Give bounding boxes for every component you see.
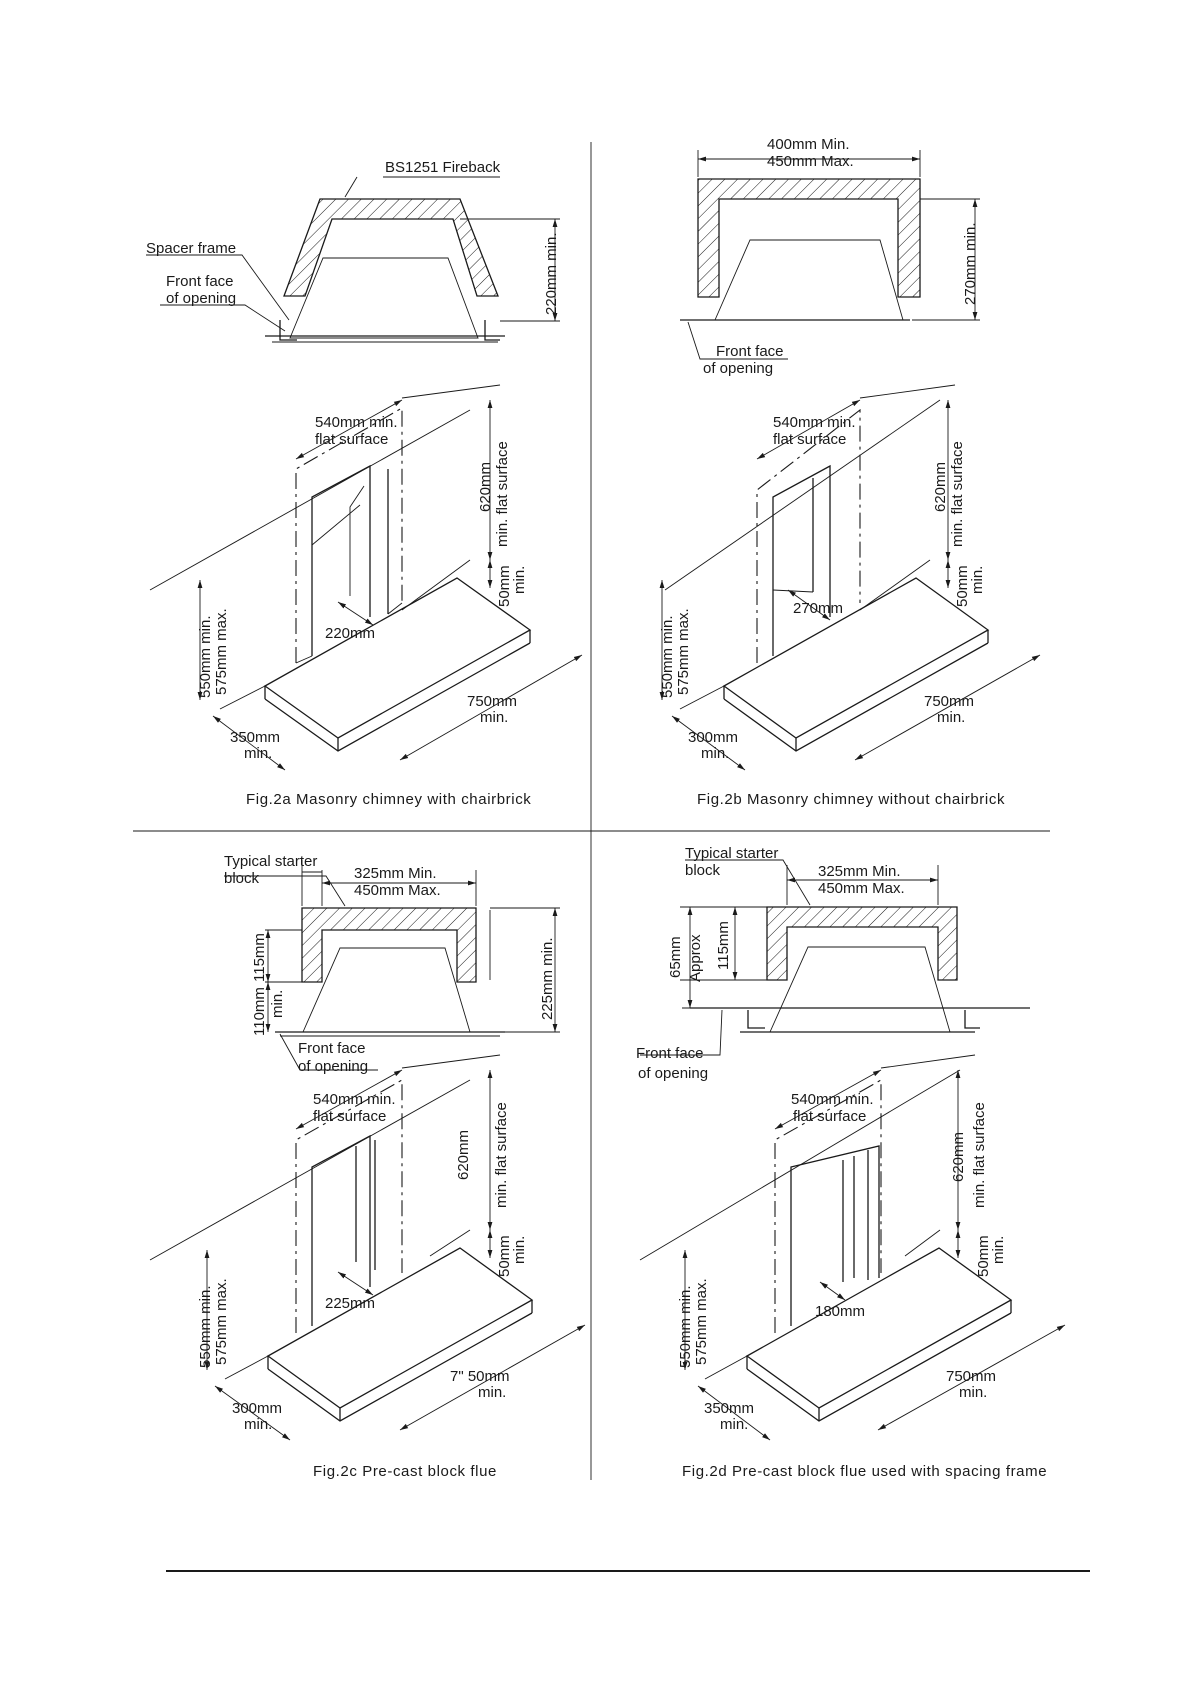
fig2c-plan-view: [224, 860, 560, 1071]
fig2b-hearth-label: 750mm: [924, 693, 974, 710]
fig2c-front-face-label: Front face: [298, 1040, 366, 1057]
fig2a-hearth-min-label: min.: [480, 709, 508, 726]
fig2d-flat-surface-label: flat surface: [793, 1108, 866, 1125]
fig2b-inner-label: 270mm: [793, 600, 843, 617]
fig2d-approx-label: Approx: [687, 934, 704, 982]
fig2b-front-face-label: Front face: [716, 343, 784, 360]
fig2c-caption: Fig.2c Pre-cast block flue: [313, 1463, 497, 1480]
fig2c-block-label: block: [224, 870, 260, 887]
fig2c-d110-label: 110mm: [251, 987, 268, 1036]
fig2c-height-label: 620mm: [455, 1130, 472, 1180]
fig2b-step-label: 50mm: [954, 565, 971, 607]
fig2d-width-min-label: 325mm Min.: [818, 863, 901, 880]
fig2b-width-max-label: 450mm Max.: [767, 153, 854, 170]
fig2d-step-min-label: min.: [990, 1236, 1007, 1264]
fig2d-projection-min-label: min.: [720, 1416, 748, 1433]
fig2c-depth-label: 225mm min.: [539, 937, 556, 1020]
fig2c-of-opening-label: of opening: [298, 1058, 368, 1075]
fig2b-flat-surface-label: flat surface: [773, 431, 846, 448]
fig2b-plan-view: [680, 150, 980, 360]
fig2c-height-max-label: 575mm max.: [213, 1278, 230, 1365]
fig2a-caption: Fig.2a Masonry chimney with chairbrick: [246, 791, 531, 808]
fig2a-width-label: 540mm min.: [315, 414, 398, 431]
fig2b-height-min-label: 550mm min.: [659, 615, 676, 698]
fig2d-d65-label: 65mm: [667, 936, 684, 978]
fig2c-width-max-label: 450mm Max.: [354, 882, 441, 899]
fig2c-height-flat-label: min. flat surface: [493, 1102, 510, 1208]
fig2b-projection-min-label: min.: [701, 745, 729, 762]
fig2d-hearth-min-label: min.: [959, 1384, 987, 1401]
fig2c-isometric-view: [149, 1054, 586, 1441]
fig2d-hearth-label: 750mm: [946, 1368, 996, 1385]
fig2b-step-min-label: min.: [969, 566, 986, 594]
fig2a-front-face-label: Front face: [166, 273, 234, 290]
fig2d-d115-label: 115mm: [715, 921, 732, 970]
fig2c-d115-label: 115mm: [251, 933, 268, 982]
fig2c-step-label: 50mm: [496, 1235, 513, 1277]
fig2c-inner-label: 225mm: [325, 1295, 375, 1312]
fig2c-height-min-label: 550mm min.: [197, 1285, 214, 1368]
fig2d-step-label: 50mm: [975, 1235, 992, 1277]
fig2b-height-max-label: 575mm max.: [675, 608, 692, 695]
fig2a-height-flat-label: min. flat surface: [494, 441, 511, 547]
fig2c-width-label: 540mm min.: [313, 1091, 396, 1108]
fig2d-isometric-view: [639, 1054, 1066, 1441]
fig2c-step-min-label: min.: [511, 1236, 528, 1264]
fig2c-dmin-label: min.: [269, 990, 286, 1018]
fig2a-step-label: 50mm: [496, 565, 513, 607]
fig2a-height-min-label: 550mm min.: [197, 615, 214, 698]
fig2d-front-face-label: Front face: [636, 1045, 704, 1062]
fig2b-width-label: 540mm min.: [773, 414, 856, 431]
fig2a-step-min-label: min.: [511, 566, 528, 594]
fig2c-hearth-min-label: min.: [478, 1384, 506, 1401]
fig2a-inner-label: 220mm: [325, 625, 375, 642]
fig2d-height-flat-label: min. flat surface: [971, 1102, 988, 1208]
fig2d-block-label: block: [685, 862, 721, 879]
fig2d-height-label: 620mm: [950, 1132, 967, 1182]
fig2b-of-opening-label: of opening: [703, 360, 773, 377]
fig2c-projection-min-label: min.: [244, 1416, 272, 1433]
fig2d-width-max-label: 450mm Max.: [818, 880, 905, 897]
fig2d-starter-label: Typical starter: [685, 845, 778, 862]
fig2d-projection-label: 350mm: [704, 1400, 754, 1417]
fig2b-height-label: 620mm: [932, 462, 949, 512]
fig2a-depth-label: 220mm min.: [543, 232, 560, 315]
fig2b-projection-label: 300mm: [688, 729, 738, 746]
fig2d-inner-label: 180mm: [815, 1303, 865, 1320]
fig2a-height-max-label: 575mm max.: [213, 608, 230, 695]
fig2d-width-label: 540mm min.: [791, 1091, 874, 1108]
fig2a-isometric-view: [149, 384, 583, 771]
fig2c-hearth-label: 7" 50mm: [450, 1368, 510, 1385]
fig2a-fireback-label: BS1251 Fireback: [385, 159, 501, 176]
fig2a-height-label: 620mm: [477, 462, 494, 512]
fig2a-spacer-label: Spacer frame: [146, 240, 236, 257]
fig2d-caption: Fig.2d Pre-cast block flue used with spa…: [682, 1463, 1047, 1480]
fig2b-height-flat-label: min. flat surface: [949, 441, 966, 547]
fig2c-width-min-label: 325mm Min.: [354, 865, 437, 882]
fig2b-caption: Fig.2b Masonry chimney without chairbric…: [697, 791, 1005, 808]
fig2b-hearth-min-label: min.: [937, 709, 965, 726]
fig2d-height-max-label: 575mm max.: [693, 1278, 710, 1365]
fig2c-flat-surface-label: flat surface: [313, 1108, 386, 1125]
fig2a-hearth-label: 750mm: [467, 693, 517, 710]
fig2a-of-opening-label: of opening: [166, 290, 236, 307]
fig2d-of-opening-label: of opening: [638, 1065, 708, 1082]
fig2a-projection-min-label: min.: [244, 745, 272, 762]
fig2d-plan-view: [640, 859, 1030, 1056]
fig2b-isometric-view: [659, 384, 1041, 771]
fig2c-projection-label: 300mm: [232, 1400, 282, 1417]
fig2a-plan-view: [146, 176, 560, 343]
fig2a-projection-label: 350mm: [230, 729, 280, 746]
fig2a-flat-surface-label: flat surface: [315, 431, 388, 448]
fig2b-width-min-label: 400mm Min.: [767, 136, 850, 153]
fig2d-height-min-label: 550mm min.: [677, 1285, 694, 1368]
fig2c-starter-label: Typical starter: [224, 853, 317, 870]
fig2b-depth-label: 270mm min.: [962, 222, 979, 305]
